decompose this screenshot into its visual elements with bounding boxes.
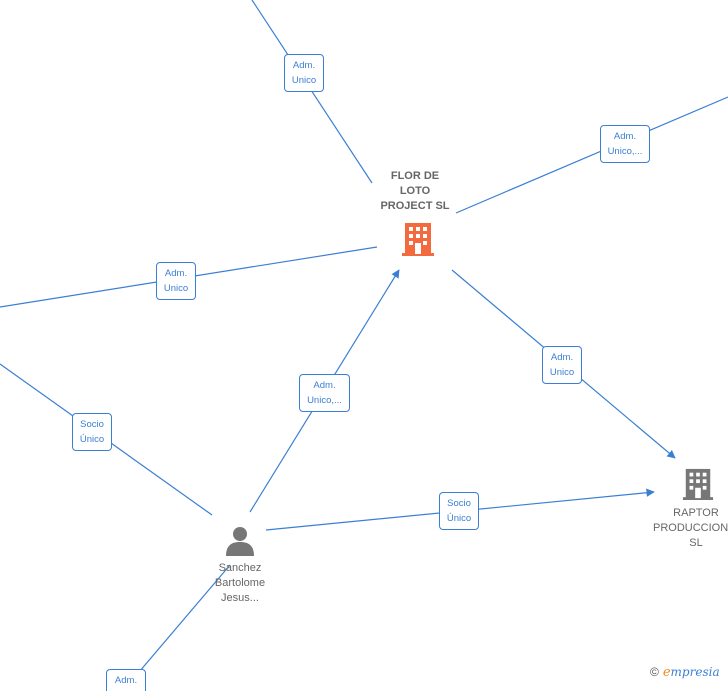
- edge-label-bottom[interactable]: Adm.: [106, 669, 146, 691]
- edge-bottom-to-sanchez: [127, 564, 231, 685]
- edge-label-sanchez-raptor[interactable]: Socio Único: [439, 492, 479, 530]
- node-label-line: Jesus...: [221, 592, 259, 604]
- brand-logo-e: e: [662, 665, 671, 680]
- edge-label-line: Adm.: [613, 131, 637, 142]
- node-label-line: Bartolome: [214, 577, 266, 589]
- edge-top-right-to-flor: [455, 96, 728, 214]
- edge-label-line: Adm.: [292, 60, 316, 71]
- edge-label-line: Socio: [447, 498, 471, 509]
- brand-name: mpresia: [670, 665, 720, 679]
- edge-label-left[interactable]: Adm. Unico: [156, 262, 196, 300]
- company-label-raptor[interactable]: RAPTOR PRODUCCIONES SL: [646, 506, 728, 551]
- edge-label-line: Unico: [291, 75, 317, 86]
- building-icon[interactable]: [401, 221, 435, 257]
- edge-label-top-left[interactable]: Adm. Unico: [284, 54, 324, 92]
- edge-label-line: Unico,...: [607, 146, 643, 157]
- building-icon[interactable]: [682, 467, 714, 501]
- person-label-sanchez[interactable]: Sanchez Bartolome Jesus...: [190, 561, 290, 606]
- edge-label-line: Unico: [163, 283, 189, 294]
- edge-label-line: Único: [446, 513, 472, 524]
- edge-label-line: Socio: [80, 419, 104, 430]
- brand-watermark: ©empresia: [650, 665, 720, 680]
- edge-label-line: Unico,...: [307, 395, 342, 406]
- node-label-line: LOTO: [399, 185, 431, 197]
- node-label-line: PRODUCCIONES: [653, 522, 728, 534]
- node-label-line: RAPTOR: [673, 507, 719, 519]
- edge-label-line: Unico: [549, 367, 575, 378]
- node-label-line: Sanchez: [218, 562, 262, 574]
- edge-label-line: Adm.: [550, 352, 574, 363]
- person-icon[interactable]: [225, 526, 255, 556]
- node-label-line: PROJECT SL: [380, 200, 450, 212]
- node-label-line: FLOR DE: [390, 170, 440, 182]
- edge-label-top-right[interactable]: Adm. Unico,...: [600, 125, 650, 163]
- company-label-flor-de-loto[interactable]: FLOR DE LOTO PROJECT SL: [360, 169, 470, 214]
- edge-label-flor-raptor[interactable]: Adm. Unico: [542, 346, 582, 384]
- edge-label-sanchez-flor[interactable]: Adm. Unico,...: [299, 374, 350, 412]
- copyright-symbol: ©: [650, 665, 659, 679]
- edge-label-line: Adm.: [313, 380, 336, 391]
- node-label-line: SL: [689, 537, 703, 549]
- edge-label-line: Único: [79, 434, 105, 445]
- edge-label-socio-left[interactable]: Socio Único: [72, 413, 112, 451]
- edge-label-line: Adm.: [114, 675, 138, 686]
- edge-label-line: Adm.: [164, 268, 188, 279]
